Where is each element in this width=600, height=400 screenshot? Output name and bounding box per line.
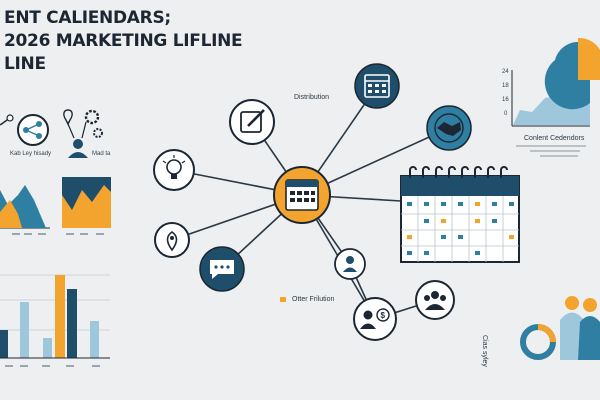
calendar-event-markers <box>407 202 514 255</box>
central-calendar-hub <box>273 166 331 224</box>
label-social-left: Kab Ley hisady <box>10 151 52 157</box>
headline-line-2: 2026 MARKETING LIFLINE <box>4 31 243 51</box>
label-corner: Cias syley <box>481 335 488 367</box>
left-area-chart <box>0 185 50 235</box>
label-other-fritution: Otter Frilution <box>292 296 335 303</box>
label-content-calendars: Conlent Cedendors <box>524 135 585 142</box>
share-icon <box>0 114 49 146</box>
money-person-icon: $ <box>353 297 397 341</box>
hub-calendar-grid <box>290 191 315 202</box>
svg-text:$: $ <box>381 311 386 320</box>
headline-line-1: ENT CALIENDARS; <box>4 8 171 28</box>
calendar-grid-icon <box>354 63 400 109</box>
chat-bubble-icon <box>199 246 245 292</box>
tick-label: 18 <box>502 83 509 89</box>
headline-line-3: LINE <box>4 54 46 74</box>
label-social-right: Mad ta <box>92 151 111 157</box>
tick-label: 0 <box>504 111 508 117</box>
gear-person-icon <box>63 109 103 158</box>
tick-label: 24 <box>502 69 509 75</box>
location-pin-icon <box>154 222 190 258</box>
handshake-icon <box>426 105 472 151</box>
team-icon <box>415 280 455 320</box>
donut-and-people-illustration <box>520 296 600 360</box>
mini-chart-legend-lines <box>516 145 586 157</box>
label-marker <box>280 297 286 302</box>
label-distribution: Distribution <box>294 94 330 101</box>
large-calendar-illustration <box>400 166 520 263</box>
right-area-chart <box>62 177 111 235</box>
edit-icon <box>229 99 275 145</box>
bottom-bar-chart <box>0 274 110 367</box>
user-icon <box>334 248 366 280</box>
tick-label: 16 <box>502 97 509 103</box>
mini-area-chart <box>511 37 600 157</box>
lightbulb-icon <box>153 149 195 191</box>
calendar-rings <box>409 166 508 178</box>
